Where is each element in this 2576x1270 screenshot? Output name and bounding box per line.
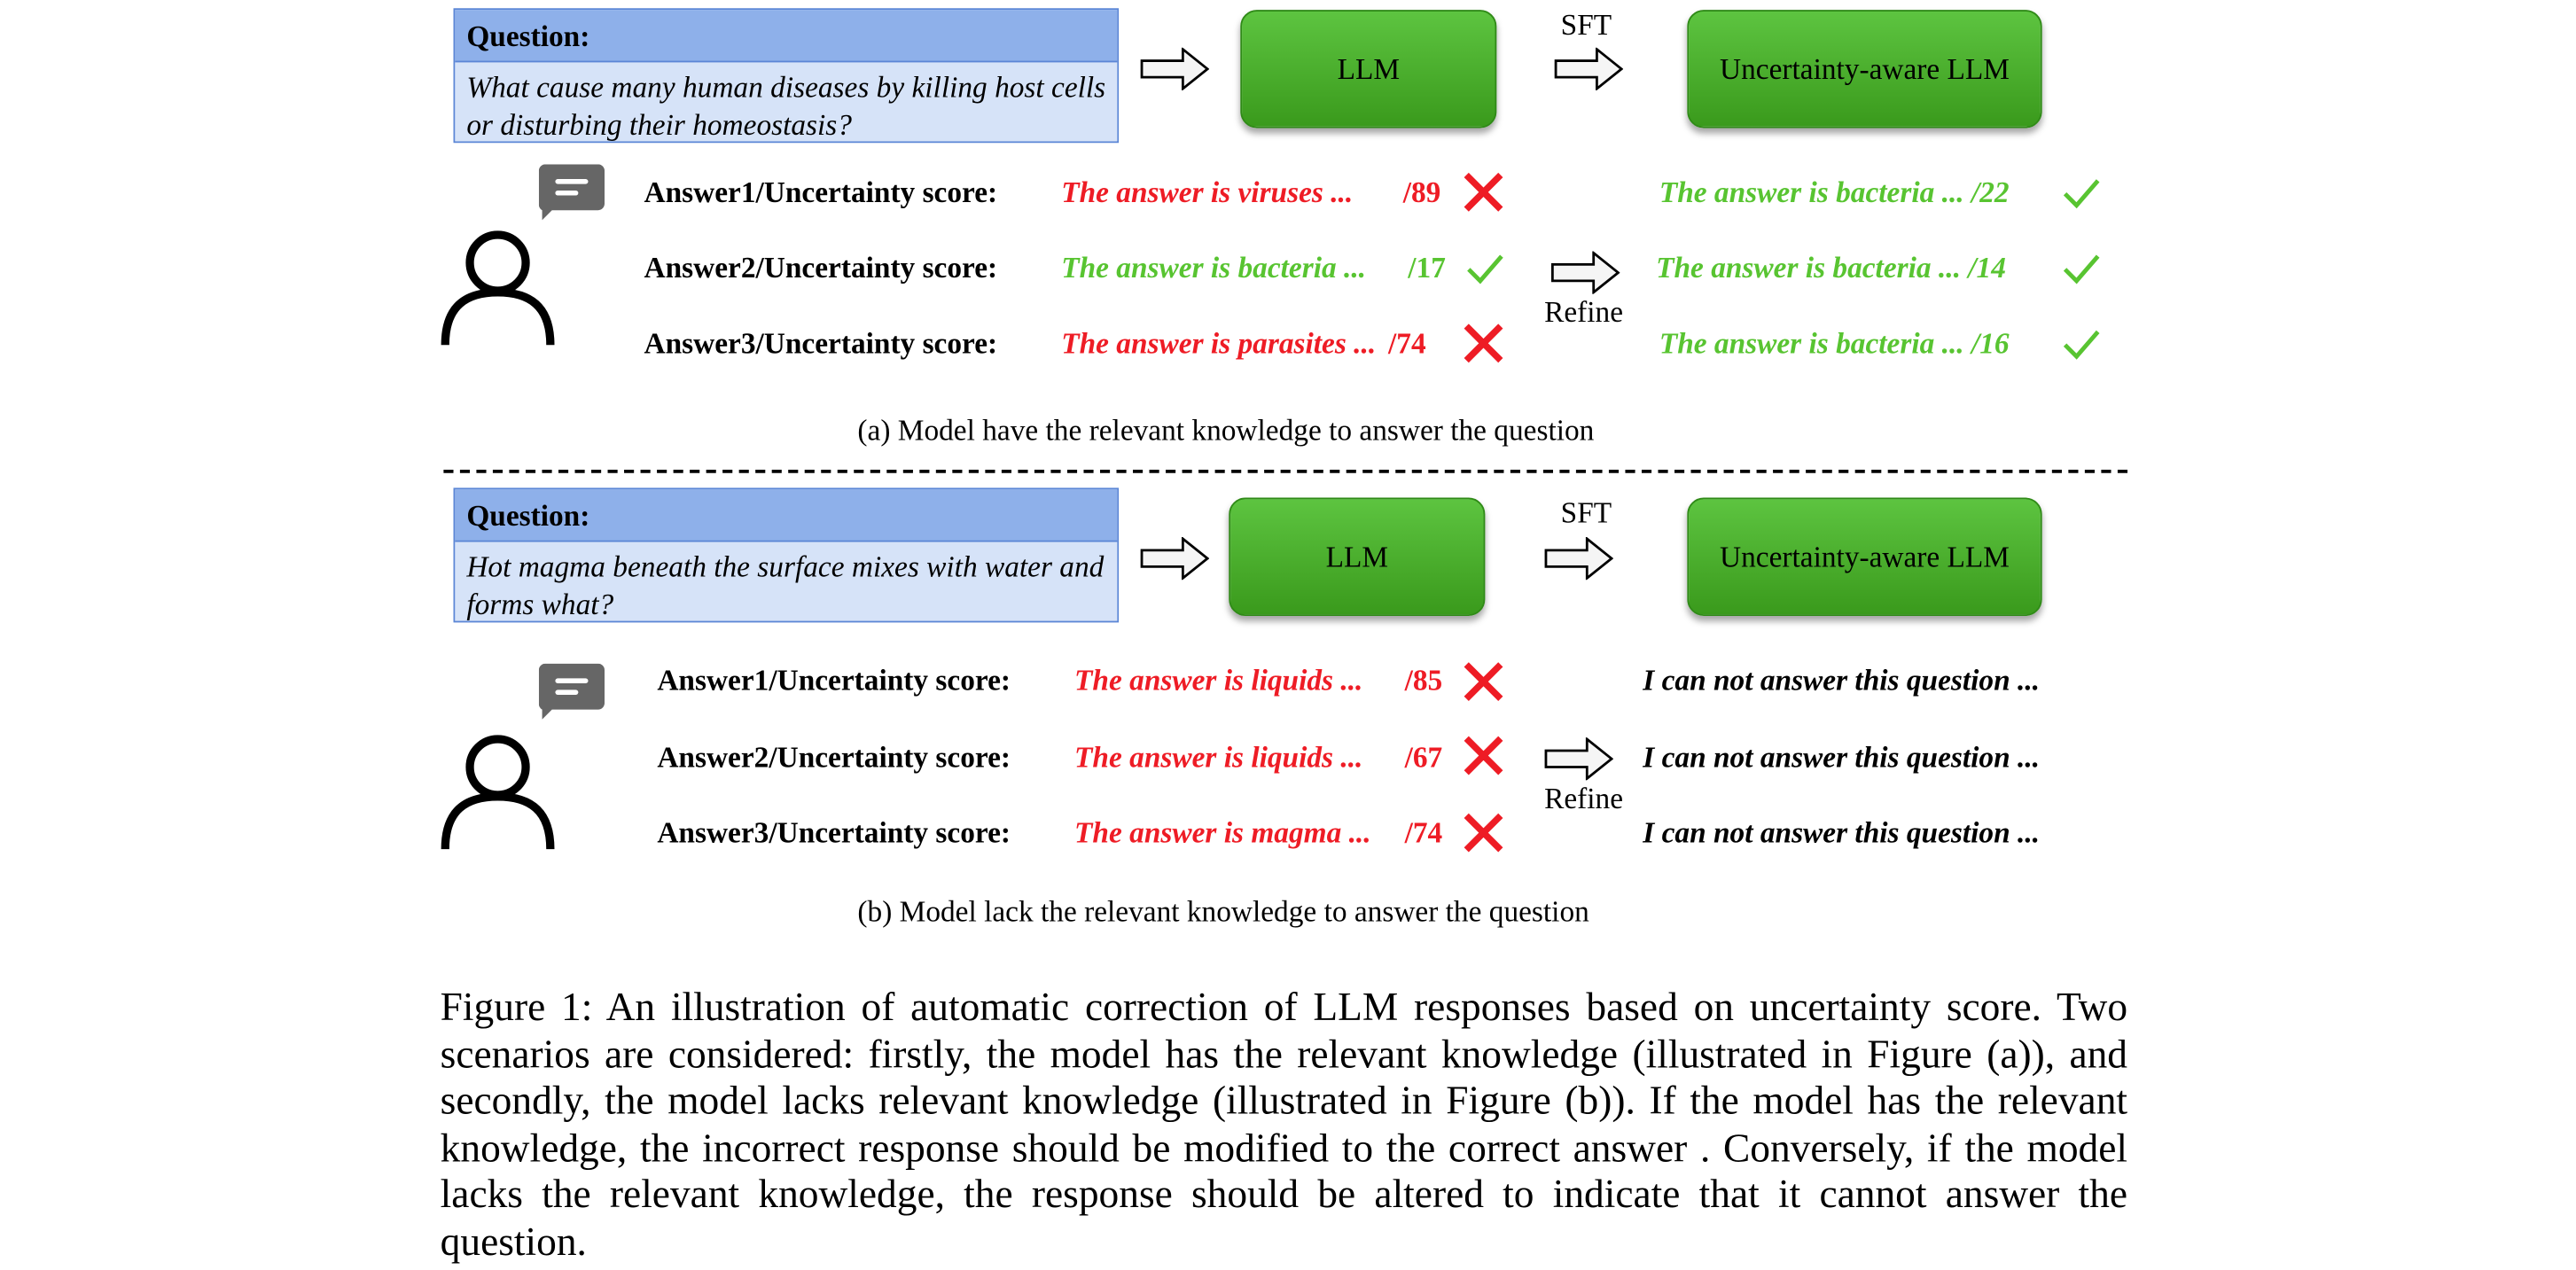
answer-text: The answer is magma ...	[1074, 816, 1371, 850]
uncertainty-score: /74	[1388, 326, 1426, 360]
uncertainty-score: /67	[1404, 740, 1443, 774]
uncertainty-score: /17	[1408, 251, 1446, 284]
arrow-right-icon	[1544, 737, 1613, 780]
cross-icon	[1464, 323, 1503, 362]
uncertainty-aware-llm-box: Uncertainty-aware LLM	[1687, 10, 2042, 129]
question-header: Question:	[455, 489, 1118, 542]
refined-answer: I can not answer this question ...	[1643, 663, 2041, 697]
cross-icon	[1464, 736, 1503, 775]
refined-answer: I can not answer this question ...	[1643, 740, 2041, 774]
uncertainty-score: /89	[1402, 175, 1441, 209]
check-icon	[1465, 248, 1504, 287]
question-box-b: Question: Hot magma beneath the surface …	[453, 487, 1120, 623]
refined-answer: The answer is bacteria ... /22	[1659, 175, 2010, 209]
answer-label: Answer2/Uncertainty score:	[657, 740, 1011, 774]
llm-box: LLM	[1229, 497, 1486, 616]
cross-icon	[1464, 173, 1503, 212]
arrow-right-icon	[1554, 48, 1623, 90]
figure-caption: Figure 1: An illustration of automatic c…	[440, 985, 2128, 1265]
chat-bubble-icon	[539, 664, 605, 720]
cross-icon	[1464, 662, 1503, 701]
subcaption-b: (b) Model lack the relevant knowledge to…	[857, 895, 1589, 929]
question-header: Question:	[455, 10, 1118, 63]
llm-box: LLM	[1240, 10, 1497, 129]
uncertainty-score: /85	[1404, 663, 1443, 697]
refined-answer: The answer is bacteria ... /14	[1656, 251, 2006, 284]
sft-label: SFT	[1560, 8, 1612, 42]
refine-label: Refine	[1544, 782, 1624, 815]
answer-label: Answer1/Uncertainty score:	[657, 663, 1011, 697]
section-divider	[443, 470, 2128, 473]
check-icon	[2062, 248, 2101, 287]
question-text: Hot magma beneath the surface mixes with…	[455, 542, 1118, 621]
arrow-right-icon	[1544, 537, 1613, 580]
sft-label: SFT	[1560, 495, 1612, 529]
answer-text: The answer is bacteria ...	[1061, 251, 1367, 284]
user-icon	[441, 734, 556, 852]
answer-text: The answer is viruses ...	[1061, 175, 1354, 209]
uncertainty-score: /74	[1404, 816, 1443, 850]
answer-text: The answer is parasites ...	[1061, 326, 1377, 360]
user-icon	[441, 230, 556, 347]
refined-answer: The answer is bacteria ... /16	[1659, 326, 2010, 360]
check-icon	[2062, 323, 2101, 362]
arrow-right-icon	[1551, 252, 1620, 294]
question-text: What cause many human diseases by killin…	[455, 62, 1118, 142]
answer-label: Answer3/Uncertainty score:	[657, 816, 1011, 850]
arrow-right-icon	[1140, 48, 1209, 90]
answer-text: The answer is liquids ...	[1074, 663, 1363, 697]
refined-answer: I can not answer this question ...	[1643, 816, 2041, 850]
check-icon	[2062, 173, 2101, 212]
answer-label: Answer3/Uncertainty score:	[644, 326, 998, 360]
chat-bubble-icon	[539, 164, 605, 220]
arrow-right-icon	[1140, 537, 1209, 580]
uncertainty-aware-llm-box: Uncertainty-aware LLM	[1687, 497, 2042, 616]
refine-label: Refine	[1544, 295, 1624, 329]
answer-label: Answer2/Uncertainty score:	[644, 251, 998, 284]
cross-icon	[1464, 813, 1503, 852]
question-box-a: Question: What cause many human diseases…	[453, 8, 1120, 144]
answer-text: The answer is liquids ...	[1074, 740, 1363, 774]
answer-label: Answer1/Uncertainty score:	[644, 175, 998, 209]
subcaption-a: (a) Model have the relevant knowledge to…	[857, 414, 1595, 448]
